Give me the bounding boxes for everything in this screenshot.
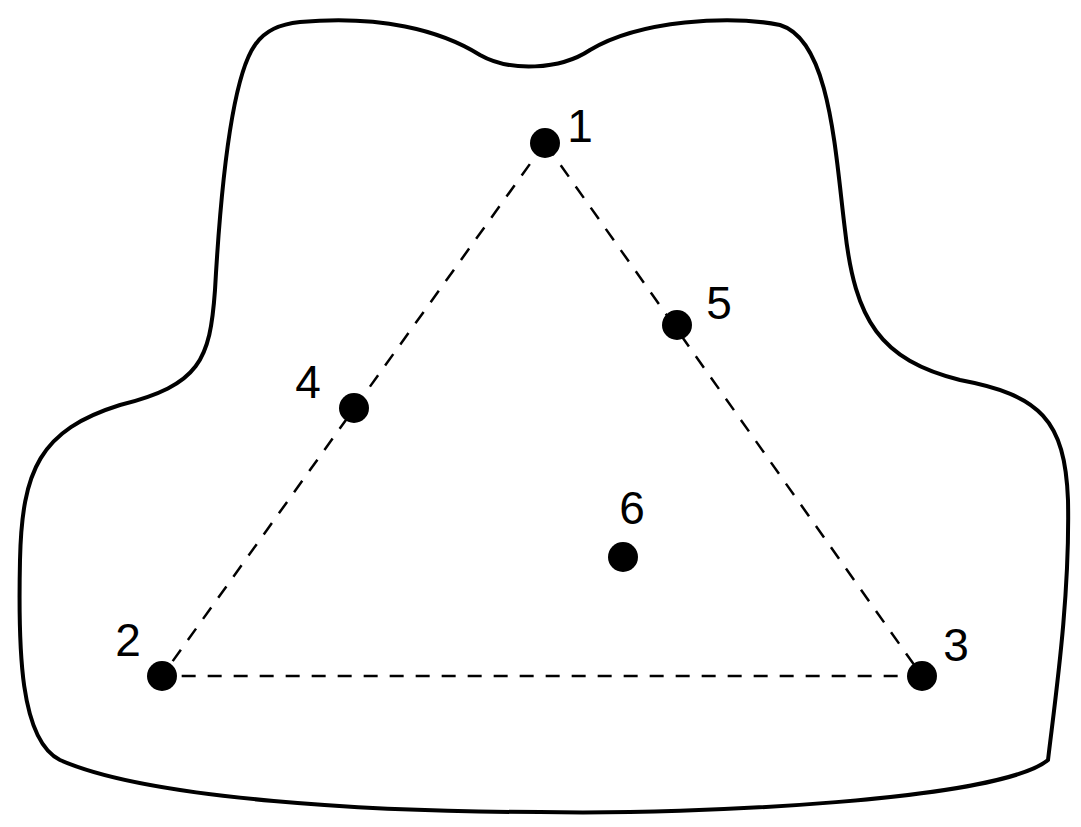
- dashed-triangle: [162, 143, 922, 676]
- point-dot: [339, 393, 369, 423]
- point-dot: [662, 310, 692, 340]
- callout-number: 1: [567, 103, 593, 149]
- callout-number: 5: [706, 280, 732, 326]
- arch-outline: [19, 20, 1068, 812]
- point-dot: [608, 542, 638, 572]
- callout-number: 2: [115, 617, 141, 663]
- point-dots: [147, 128, 937, 691]
- point-dot: [530, 128, 560, 158]
- point-dot: [907, 661, 937, 691]
- callout-number: 6: [619, 485, 645, 531]
- callout-number: 3: [943, 622, 969, 668]
- callout-number: 4: [295, 359, 321, 405]
- point-dot: [147, 661, 177, 691]
